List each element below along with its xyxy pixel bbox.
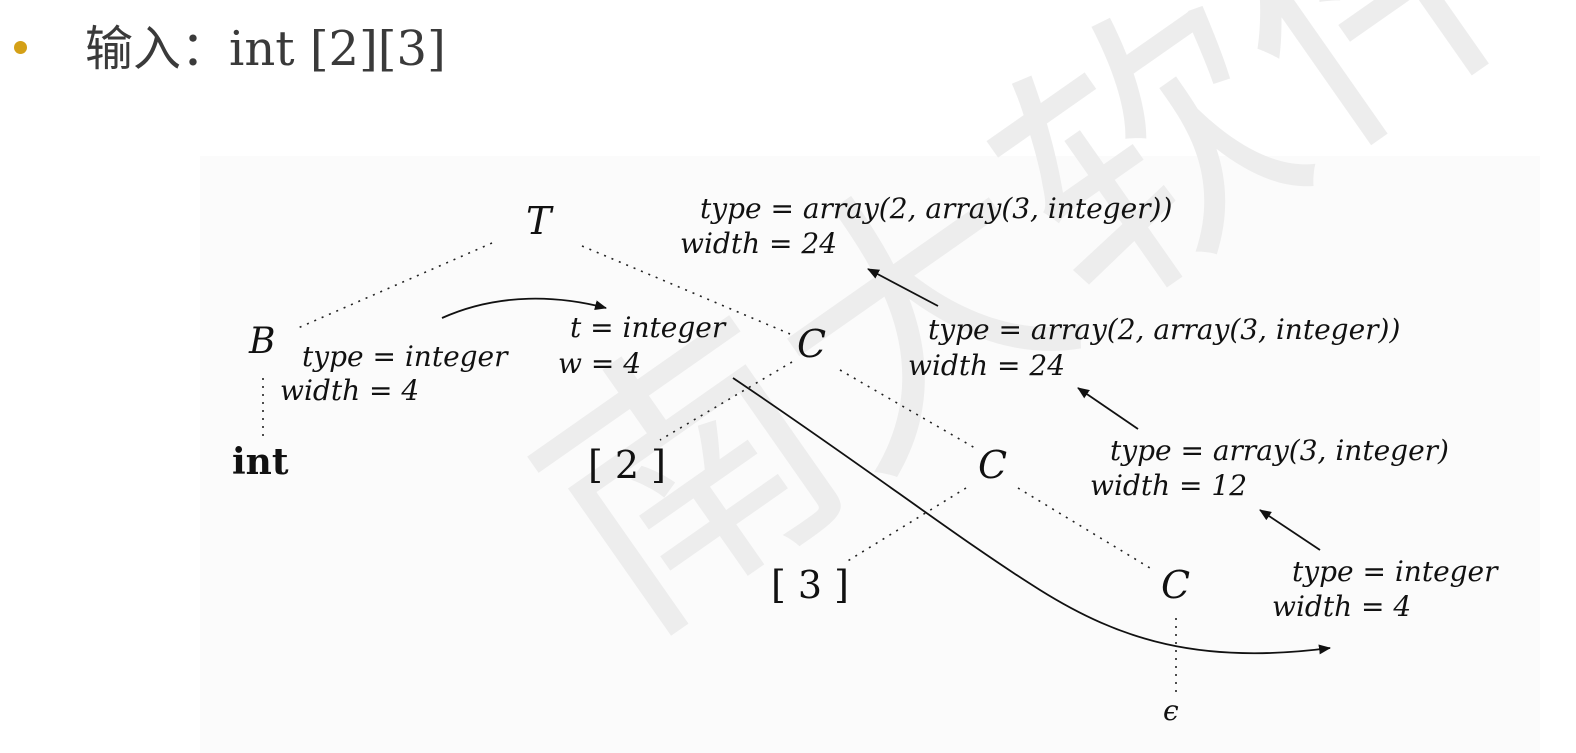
edge-c1-dim2 xyxy=(659,361,793,441)
edge-t-b xyxy=(297,242,493,329)
node-b: B xyxy=(248,321,275,362)
node-dim2: [ 2 ] xyxy=(588,443,666,487)
arrow-c3-to-c2 xyxy=(1259,509,1321,551)
top-width: width = 24 xyxy=(680,227,837,260)
node-epsilon: ϵ xyxy=(1163,694,1179,727)
bullet-line: 输入：int [2][3] xyxy=(14,4,446,84)
c2-width: width = 12 xyxy=(1090,469,1247,502)
edge-t-c1 xyxy=(581,245,791,335)
arrow-c1-to-top xyxy=(867,268,939,307)
node-c1: C xyxy=(797,322,826,366)
c3-width: width = 4 xyxy=(1272,590,1411,623)
top-type: type = array(2, array(3, integer)) xyxy=(700,192,1172,225)
tree-edges xyxy=(262,242,1177,695)
c2-type: type = array(3, integer) xyxy=(1110,434,1449,467)
node-dim3: [ 3 ] xyxy=(771,563,849,607)
b-type: type = integer xyxy=(302,340,509,373)
node-c3: C xyxy=(1161,563,1190,607)
diagram-panel xyxy=(200,156,1540,753)
arrow-inh-to-c3 xyxy=(732,377,1331,655)
attribute-annotations: type = array(2, array(3, integer)) width… xyxy=(280,192,1499,623)
c1-width: width = 24 xyxy=(908,349,1065,382)
b-width: width = 4 xyxy=(280,374,419,407)
c1-type: type = array(2, array(3, integer)) xyxy=(928,313,1400,346)
inherited-type: t = integer xyxy=(570,311,727,344)
tree-nodes: T B C C C int [ 2 ] [ 3 ] ϵ xyxy=(232,199,1190,727)
edge-c2-c3 xyxy=(1017,487,1151,569)
inherited-width: w = 4 xyxy=(558,347,641,380)
arrow-b-to-inh xyxy=(441,297,607,319)
node-int: int xyxy=(232,441,289,483)
arrows xyxy=(441,268,1331,655)
node-c2: C xyxy=(978,443,1007,487)
arrow-c2-to-c1 xyxy=(1077,387,1139,430)
edge-c1-c2 xyxy=(839,369,976,449)
c3-type: type = integer xyxy=(1292,555,1499,588)
bullet-dot xyxy=(14,40,27,54)
node-t: T xyxy=(526,199,554,243)
bullet-text: 输入：int [2][3] xyxy=(85,21,446,77)
